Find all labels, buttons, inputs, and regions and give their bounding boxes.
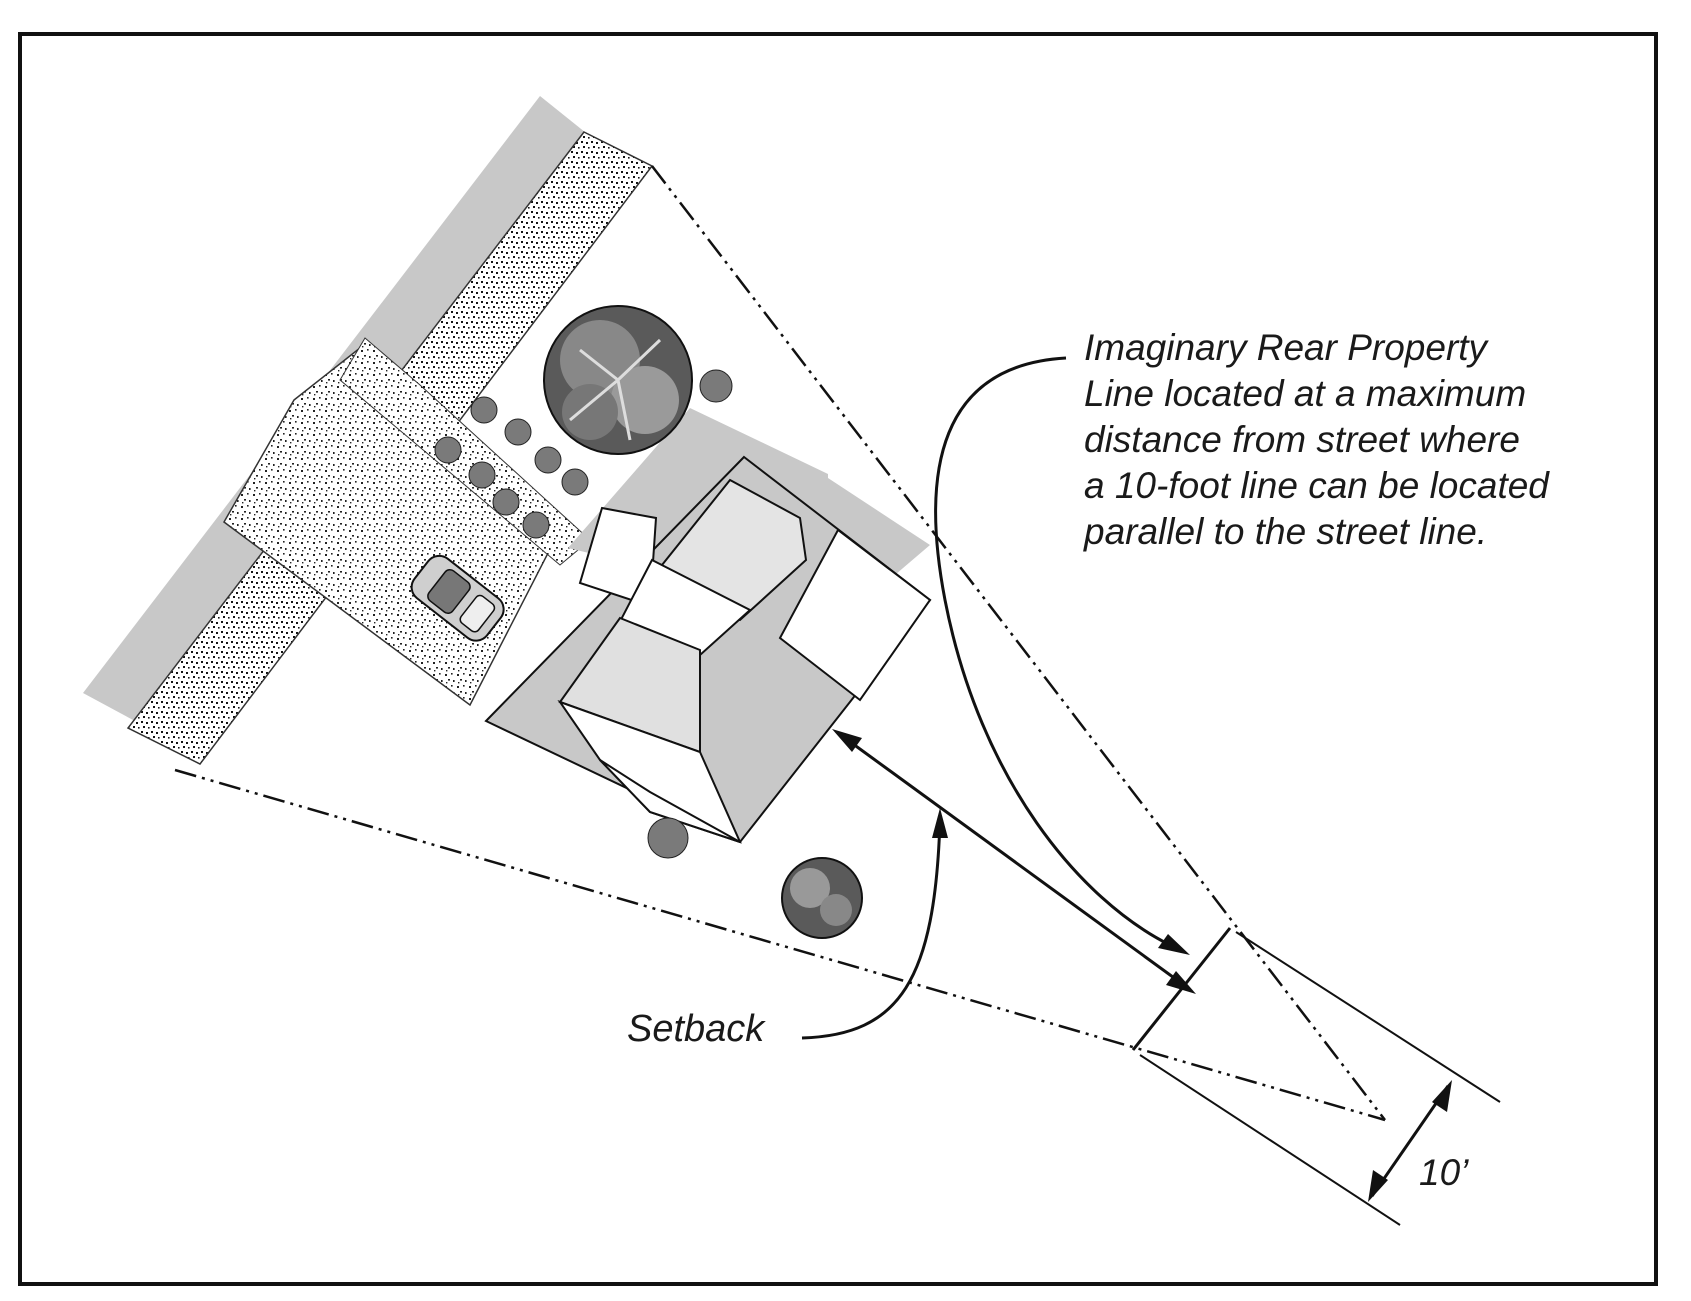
rear-label-line-3: distance from street where — [1084, 419, 1520, 460]
extension-line-upper — [1235, 931, 1501, 1103]
setback-label-leader — [801, 819, 942, 1040]
ten-foot-dimension-line — [1370, 1085, 1450, 1197]
setback-arrowhead-end — [1166, 971, 1196, 994]
shrub-icons — [434, 369, 733, 859]
rear-label-line-5: parallel to the street line. — [1084, 511, 1488, 552]
house — [484, 455, 932, 844]
rear-label-line-2: Line located at a maximum — [1084, 373, 1527, 414]
side-property-line-upper — [651, 165, 1386, 1121]
rear-property-line-label: Imaginary Rear Property Line located at … — [1084, 325, 1644, 555]
ten-foot-label: 10’ — [1419, 1152, 1469, 1193]
front-walkway — [339, 337, 591, 566]
large-tree-icon — [543, 305, 693, 455]
rear-label-line-4: a 10-foot line can be located — [1084, 465, 1549, 506]
setback-label-leader-arrowhead — [932, 808, 948, 838]
setback-arrowhead-start — [832, 729, 862, 752]
imaginary-rear-property-line — [1131, 927, 1232, 1051]
front-property-line-lower — [174, 768, 1386, 1122]
setback-dimension-line — [837, 731, 1189, 990]
ten-foot-arrowhead-top — [1432, 1080, 1452, 1112]
setback-label: Setback — [627, 1008, 765, 1050]
ten-foot-arrowhead-bottom — [1368, 1170, 1388, 1202]
small-tree-icon — [781, 857, 863, 939]
rear-label-line-1: Imaginary Rear Property — [1084, 327, 1488, 368]
extension-line-lower — [1139, 1054, 1401, 1226]
car-icon — [410, 554, 505, 642]
rear-label-leader — [934, 356, 1171, 947]
rear-label-leader-arrowhead — [1158, 934, 1190, 955]
